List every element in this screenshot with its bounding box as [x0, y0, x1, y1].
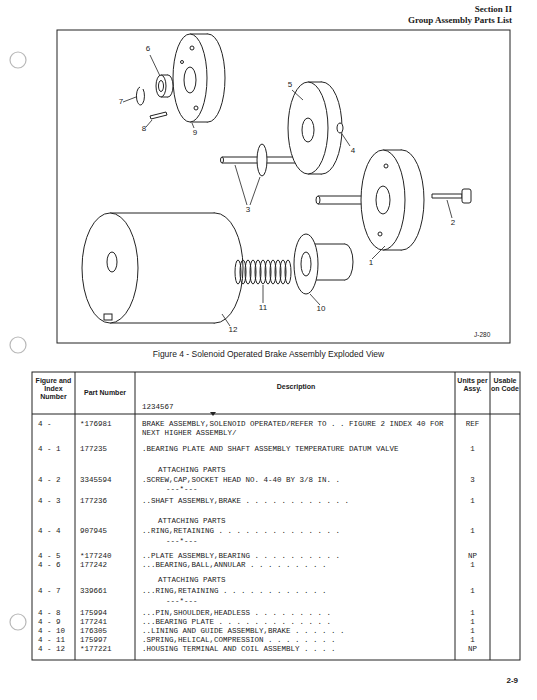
- table-cell: 4 - 7: [38, 587, 74, 596]
- table-cell: BRAKE ASSEMBLY,SOLENOID OPERATED/REFER T…: [142, 420, 452, 438]
- table-cell: 177236: [80, 497, 134, 506]
- table-cell: ATTACHING PARTS: [158, 517, 278, 526]
- table-cell: 1234567: [142, 403, 202, 412]
- table-cell: 176305: [80, 627, 134, 636]
- figure-caption: Figure 4 - Solenoid Operated Brake Assem…: [0, 349, 537, 359]
- table-cell: 177241: [80, 618, 134, 627]
- table-cell: ...PIN,SHOULDER,HEADLESS . . . . . . . .…: [142, 609, 452, 618]
- table-cell: ---*---: [166, 597, 226, 606]
- callout-number: 10: [312, 304, 330, 314]
- table-cell: 4 - 9: [38, 618, 74, 627]
- table-cell: 177242: [80, 561, 134, 570]
- table-cell: ...BEARING,BALL,ANNULAR . . . . . . . . …: [142, 561, 452, 570]
- table-cell: 907945: [80, 527, 134, 536]
- table-cell: 3: [456, 476, 489, 485]
- table-cell: 4 - 3: [38, 497, 74, 506]
- callout-number: 11: [254, 303, 272, 313]
- table-cell: 339661: [80, 587, 134, 596]
- callout-number: 12: [224, 325, 242, 335]
- table-cell: NP: [456, 645, 489, 654]
- table-cell: 4 - 10: [38, 627, 74, 636]
- table-cell: ..LINING AND GUIDE ASSEMBLY,BRAKE . . . …: [142, 627, 452, 636]
- table-cell: .SCREW,CAP,SOCKET HEAD NO. 4-40 BY 3/8 I…: [142, 476, 452, 485]
- callout-number: 6: [141, 44, 155, 54]
- page-number: 2-9: [470, 676, 518, 686]
- table-cell: 4 - 1: [38, 445, 74, 454]
- callout-number: 2: [446, 218, 460, 228]
- page-header: Group Assembly Parts List: [300, 15, 512, 26]
- table-cell: 175997: [80, 636, 134, 645]
- table-cell: 1: [456, 561, 489, 570]
- table-cell: .HOUSING TERMINAL AND COIL ASSEMBLY . . …: [142, 645, 452, 654]
- table-cell: ..PLATE ASSEMBLY,BEARING . . . . . . . .…: [142, 552, 452, 561]
- table-cell: 1: [456, 497, 489, 506]
- table-cell: ---*---: [166, 485, 226, 494]
- callout-number: 1: [364, 258, 378, 268]
- callout-number: 4: [346, 146, 360, 156]
- table-cell: ---*---: [166, 537, 226, 546]
- table-cell: 4 - 8: [38, 609, 74, 618]
- table-cell: NP: [456, 552, 489, 561]
- table-cell: *177240: [80, 552, 134, 561]
- table-cell: 4 - 6: [38, 561, 74, 570]
- column-header: Description: [140, 383, 452, 391]
- drawing-number: J-280: [474, 331, 506, 339]
- table-cell: 1: [456, 445, 489, 454]
- table-cell: REF: [456, 420, 489, 429]
- table-cell: 4 - 5: [38, 552, 74, 561]
- table-cell: ATTACHING PARTS: [158, 466, 278, 475]
- table-cell: 1: [456, 618, 489, 627]
- table-cell: ...RING,RETAINING . . . . . . . . . . . …: [142, 587, 452, 596]
- table-cell: 4 -: [38, 420, 74, 429]
- table-cell: 1: [456, 627, 489, 636]
- table-cell: ATTACHING PARTS: [158, 576, 278, 585]
- table-cell: 3345594: [80, 476, 134, 485]
- table-cell: 4 - 4: [38, 527, 74, 536]
- column-header: Figure and Index Number: [33, 377, 74, 401]
- column-header: Usable on Code: [491, 377, 519, 393]
- callout-number: 9: [188, 128, 202, 138]
- table-cell: 1: [456, 636, 489, 645]
- table-cell: ..SHAFT ASSEMBLY,BRAKE . . . . . . . . .…: [142, 497, 452, 506]
- table-cell: 1: [456, 609, 489, 618]
- page-header: Section II: [360, 4, 512, 15]
- table-cell: *176981: [80, 420, 134, 429]
- table-cell: 4 - 11: [38, 636, 74, 645]
- table-cell: ...BEARING PLATE . . . . . . . . . . . .…: [142, 618, 452, 627]
- table-cell: 177235: [80, 445, 134, 454]
- callout-number: 5: [283, 80, 297, 90]
- table-cell: ..RING,RETAINING . . . . . . . . . . . .…: [142, 527, 452, 536]
- table-cell: .BEARING PLATE AND SHAFT ASSEMBLY TEMPER…: [142, 445, 452, 454]
- table-cell: .SPRING,HELICAL,COMPRESSION . . . . . . …: [142, 636, 452, 645]
- table-cell: 1: [456, 527, 489, 536]
- table-cell: 4 - 2: [38, 476, 74, 485]
- table-cell: 175994: [80, 609, 134, 618]
- table-cell: 4 - 12: [38, 645, 74, 654]
- callout-number: 8: [137, 124, 151, 134]
- callout-number: 3: [241, 205, 255, 215]
- callout-number: 7: [114, 97, 128, 107]
- table-cell: 1: [456, 587, 489, 596]
- table-cell: *177221: [80, 645, 134, 654]
- column-header: Units per Assy.: [456, 377, 489, 393]
- column-header: Part Number: [76, 389, 134, 397]
